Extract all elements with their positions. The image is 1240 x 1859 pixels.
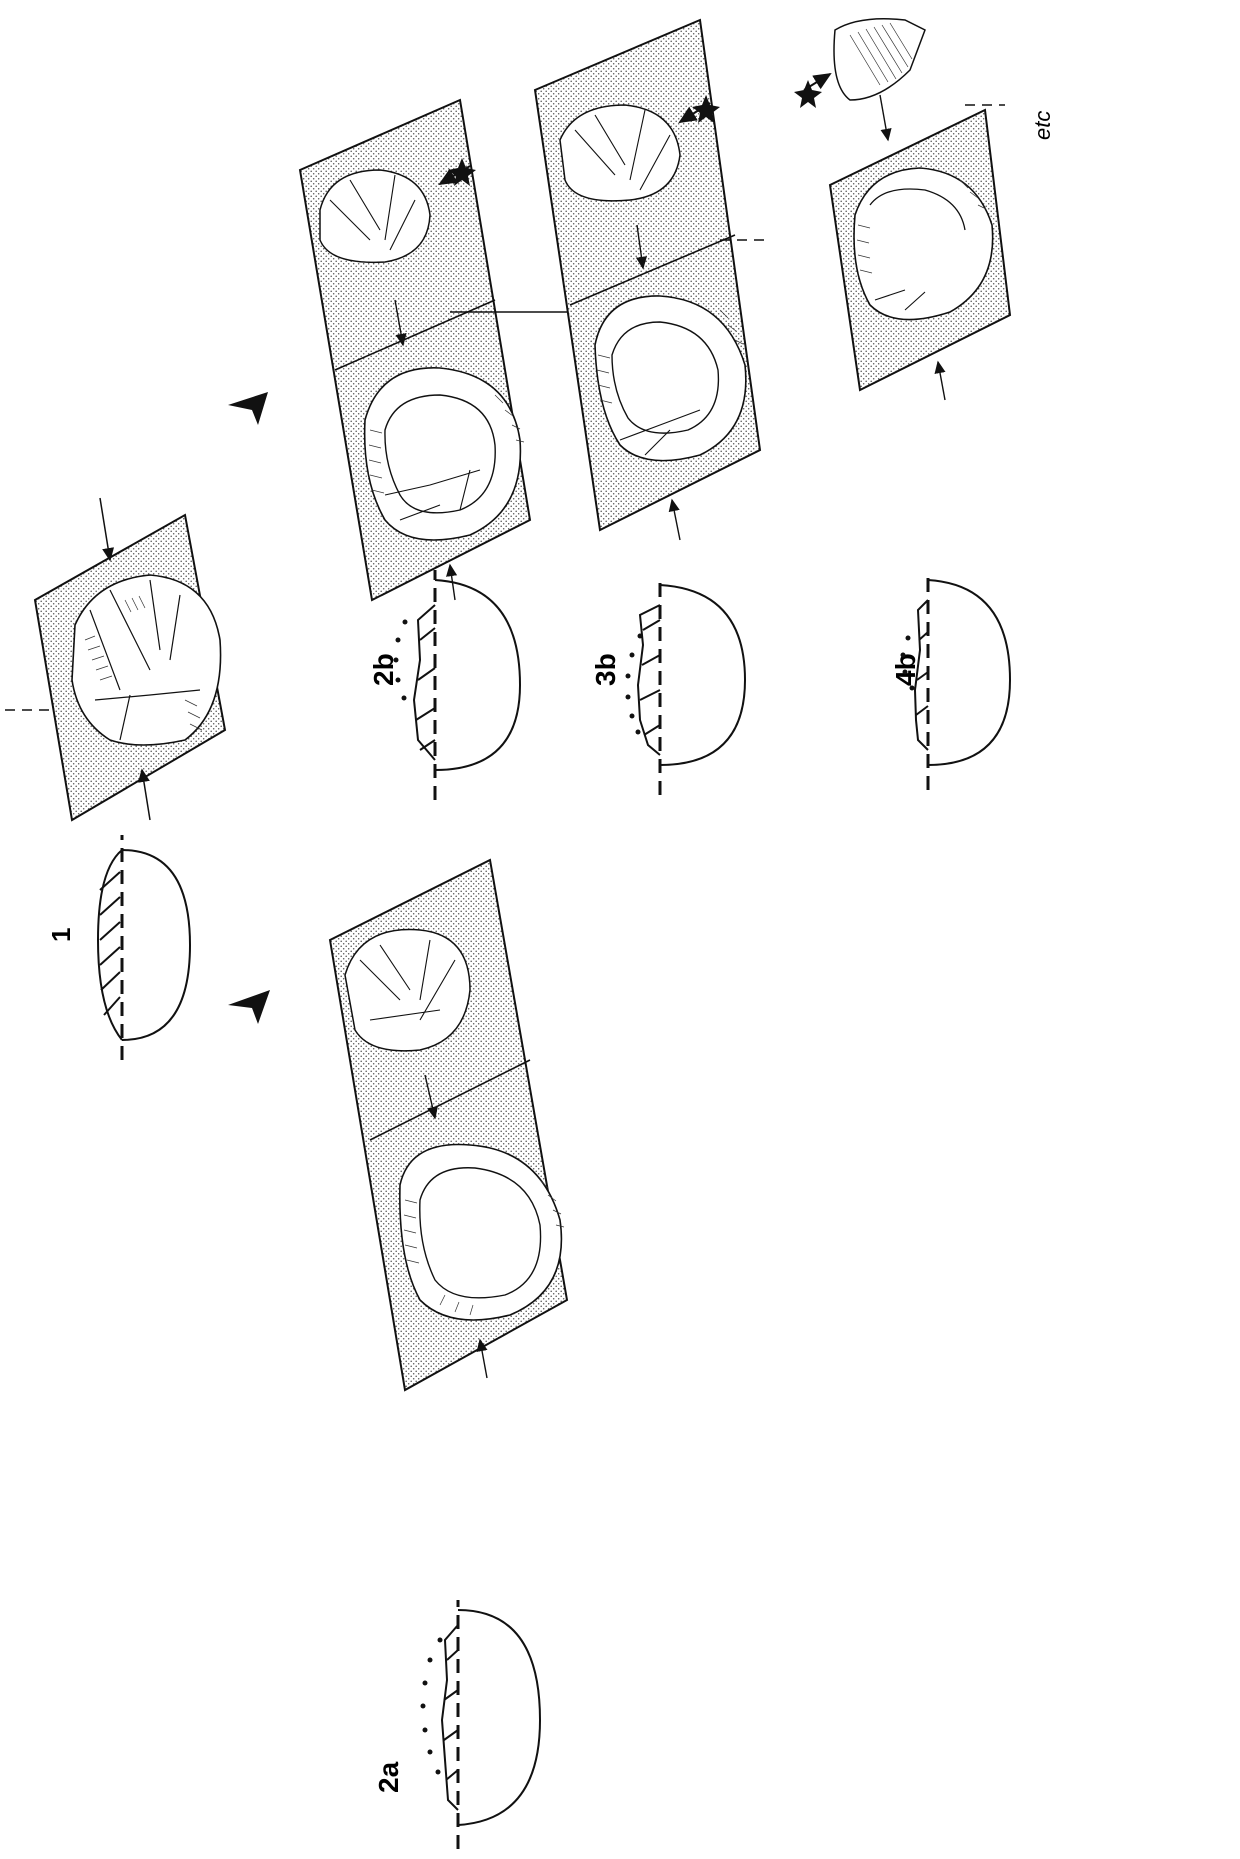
label-etc: etc [1030, 111, 1055, 140]
cross-section-2a [440, 1600, 542, 1849]
label-step-1: 1 [46, 928, 76, 942]
impact-star-icon [794, 72, 832, 108]
cross-section-2b [412, 570, 522, 800]
impact-star-icon [678, 95, 720, 124]
step-3b: 3b [533, 18, 765, 795]
dots-2b [393, 619, 408, 701]
detached-flake [833, 18, 926, 101]
step-2a: 2a [328, 858, 569, 1849]
step-1-core: 1 [5, 497, 227, 1060]
platform-plane-2b [298, 98, 532, 602]
cross-section-4b [913, 570, 1012, 790]
platform-plane-3b [533, 18, 765, 541]
cross-section-1 [96, 835, 192, 1060]
platform-plane-4b [828, 94, 1012, 401]
label-step-2a: 2a [373, 1761, 404, 1793]
dots-4b [900, 635, 915, 691]
platform-plane-1 [5, 497, 227, 822]
arrowhead-icon [228, 990, 270, 1024]
cross-section-3b [636, 575, 747, 795]
step-2b: 2b [298, 98, 532, 800]
impact-star-icon [438, 158, 476, 186]
step-4b: 4b [794, 18, 1055, 790]
dots-3b [625, 633, 643, 735]
platform-plane-2a [328, 858, 569, 1392]
arrowhead-icon [228, 392, 268, 425]
label-step-3b: 3b [590, 653, 621, 686]
dots-2a [420, 1637, 443, 1775]
